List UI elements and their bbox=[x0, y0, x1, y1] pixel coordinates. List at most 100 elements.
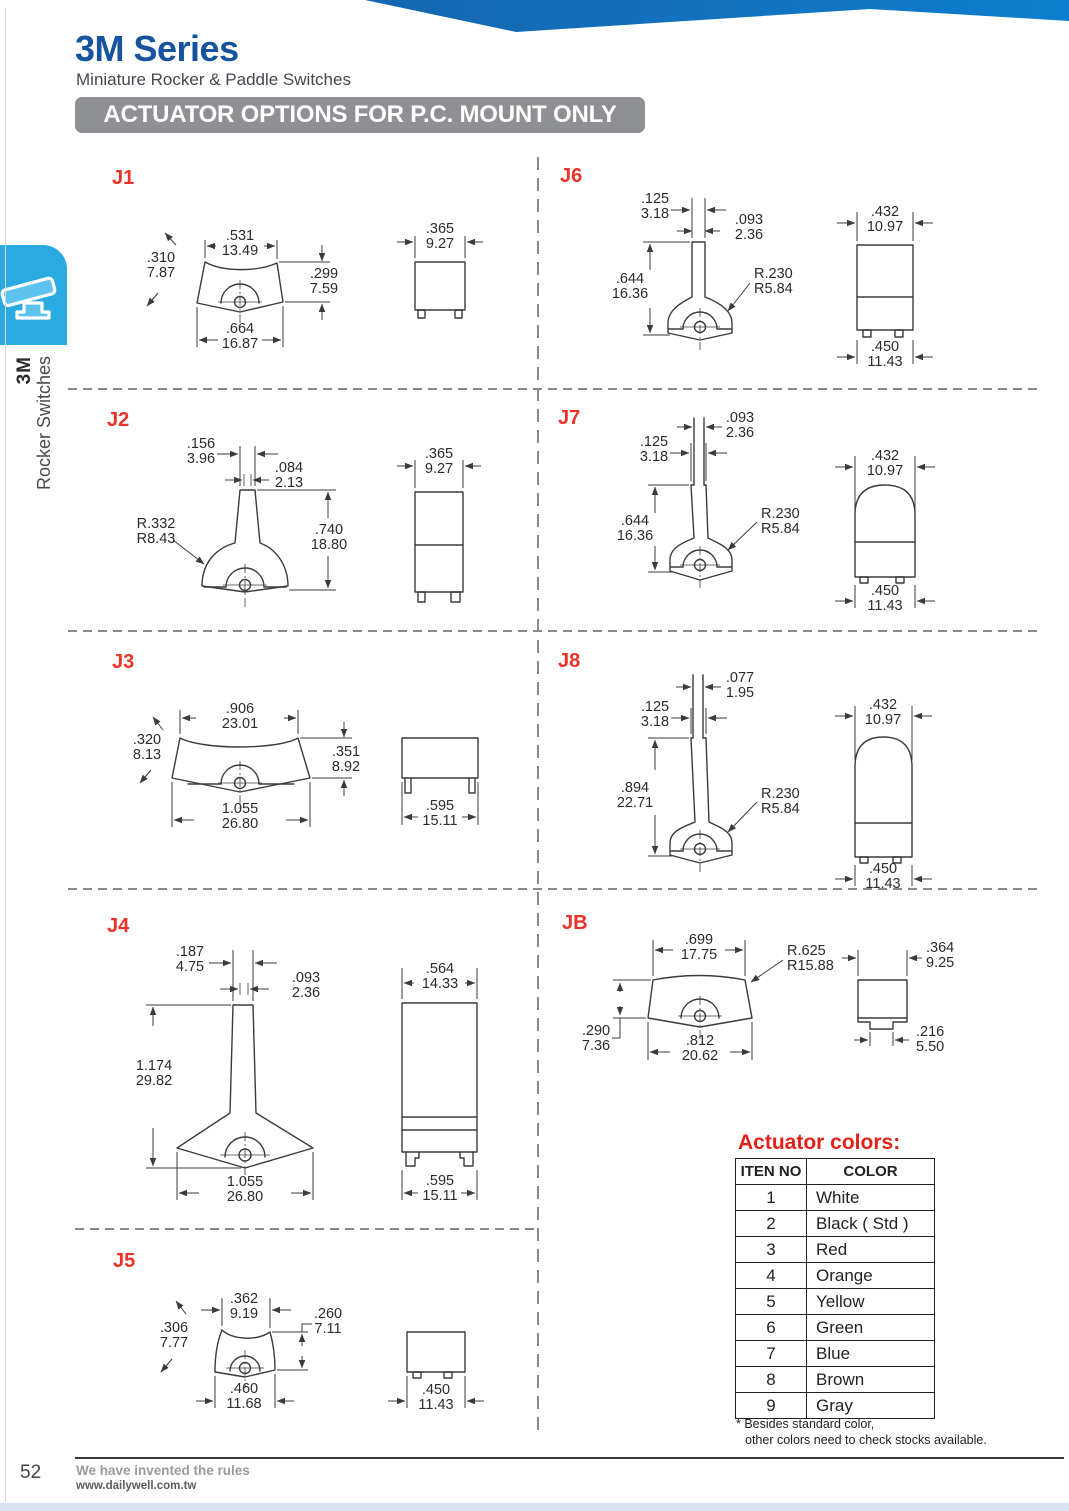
footnote-line2: other colors need to check stocks availa… bbox=[745, 1433, 987, 1447]
dim-height-mm: 16.36 bbox=[617, 528, 653, 544]
j5-side-dimension-lines bbox=[388, 1376, 484, 1408]
dim-height-in: .299 bbox=[310, 266, 338, 282]
dim-radius-mm: R5.84 bbox=[761, 801, 800, 817]
dim-height-in: .290 bbox=[582, 1023, 610, 1039]
dim-sidew-mm: 9.25 bbox=[926, 955, 954, 971]
j7-front-view bbox=[669, 417, 733, 588]
color-name: Black ( Std ) bbox=[806, 1210, 935, 1237]
color-name: Yellow bbox=[806, 1288, 935, 1315]
color-name: Blue bbox=[806, 1340, 935, 1367]
j6-front-view bbox=[667, 241, 733, 350]
j4-dimension-lines bbox=[146, 950, 314, 1200]
color-name: White bbox=[806, 1184, 935, 1211]
dim-sidew-mm: 10.97 bbox=[867, 463, 903, 479]
dim-height-in: .351 bbox=[332, 744, 360, 760]
panel-j7: J7 .093 bbox=[558, 407, 935, 614]
item-no: 9 bbox=[735, 1392, 807, 1419]
jb-side-dimension-lines bbox=[842, 950, 922, 1046]
sidebar-tab[interactable] bbox=[0, 245, 67, 345]
dim-radius-in: R.625 bbox=[787, 943, 826, 959]
j2-front-view bbox=[201, 489, 289, 610]
footnote-line1: * Besides standard color, bbox=[736, 1417, 875, 1431]
panel-label: J1 bbox=[112, 167, 134, 189]
dim-top-mm: 9.19 bbox=[230, 1306, 258, 1322]
dim-neck-mm: 2.36 bbox=[726, 425, 754, 441]
panel-j8: J8 .077 bbox=[558, 650, 932, 892]
j7-dimension-lines bbox=[648, 423, 758, 573]
j7-side-view bbox=[854, 484, 916, 584]
bottom-strip bbox=[0, 1503, 1069, 1511]
dim-sideb-mm: 5.50 bbox=[916, 1039, 944, 1055]
dim-top-in: .906 bbox=[226, 701, 254, 717]
panel-jb: JB .699 17.75 bbox=[562, 912, 954, 1064]
color-name: Gray bbox=[806, 1392, 935, 1419]
item-no: 2 bbox=[735, 1210, 807, 1237]
dim-tip-in: .156 bbox=[187, 436, 215, 452]
dim-top-mm: 17.75 bbox=[681, 947, 717, 963]
color-name: Orange bbox=[806, 1262, 935, 1289]
j6-side-view bbox=[856, 244, 914, 338]
dim-height-in: 1.174 bbox=[136, 1058, 172, 1074]
dim-bottom-mm: 16.87 bbox=[222, 336, 258, 352]
panel-j5: J5 .362 bbox=[113, 1250, 484, 1413]
dim-stem-mm: 3.18 bbox=[640, 449, 668, 465]
color-name: Brown bbox=[806, 1366, 935, 1393]
dim-height-mm: 7.11 bbox=[314, 1321, 341, 1337]
dim-radius-in: R.332 bbox=[137, 516, 176, 532]
item-no: 4 bbox=[735, 1262, 807, 1289]
dim-bottom-in: .812 bbox=[686, 1033, 714, 1049]
item-no: 1 bbox=[735, 1184, 807, 1211]
dim-sideb-in: .450 bbox=[871, 339, 899, 355]
j8-dimension-lines bbox=[648, 683, 758, 857]
dim-height-in: .260 bbox=[314, 1306, 342, 1322]
j3-front-view bbox=[171, 737, 311, 809]
dim-sidew-in: .365 bbox=[425, 446, 453, 462]
panel-j3: J3 .906 bbox=[112, 651, 479, 832]
dim-sideb-in: .216 bbox=[916, 1024, 944, 1040]
j2-dimension-lines bbox=[172, 446, 336, 591]
j4-front-view bbox=[176, 1004, 314, 1182]
j1-front-view bbox=[196, 261, 284, 328]
dim-bottom-in: 1.055 bbox=[227, 1174, 263, 1190]
dim-left-mm: 7.77 bbox=[160, 1335, 188, 1351]
dim-top-in: .699 bbox=[685, 932, 713, 948]
footer-url[interactable]: www.dailywell.com.tw bbox=[76, 1480, 197, 1492]
divider-column bbox=[537, 157, 539, 1432]
dim-sidew-mm: 9.27 bbox=[425, 461, 453, 477]
divider-row4 bbox=[75, 1228, 537, 1230]
rocker-switch-icon bbox=[0, 276, 57, 320]
dim-stem-in: .125 bbox=[640, 434, 668, 450]
j3-side-dimension-lines bbox=[401, 782, 479, 825]
dim-sidew-in: .450 bbox=[422, 1382, 450, 1398]
j8-side-dimension-lines bbox=[835, 706, 932, 886]
j2-side-view bbox=[414, 491, 464, 603]
dim-sideb-mm: 11.43 bbox=[867, 598, 902, 614]
panel-label: J8 bbox=[558, 650, 580, 672]
divider-row2 bbox=[68, 630, 1042, 632]
footer-divider bbox=[75, 1457, 1064, 1459]
dim-neck-mm: 2.13 bbox=[275, 475, 303, 491]
dim-sidew-in: .364 bbox=[926, 940, 954, 956]
dim-sideb-mm: 11.43 bbox=[867, 354, 902, 370]
item-no: 3 bbox=[735, 1236, 807, 1263]
j5-front-view bbox=[214, 1329, 276, 1388]
footer-slogan: We have invented the rules bbox=[76, 1463, 250, 1478]
dim-radius-mm: R8.43 bbox=[137, 531, 176, 547]
dim-bottom-in: .664 bbox=[226, 321, 254, 337]
dim-left-mm: 8.13 bbox=[133, 747, 161, 763]
dim-sidew-in: .564 bbox=[426, 961, 454, 977]
dim-height-in: .740 bbox=[315, 522, 343, 538]
item-no: 8 bbox=[735, 1366, 807, 1393]
dim-sidew-mm: 11.43 bbox=[418, 1397, 453, 1413]
jb-front-view bbox=[647, 974, 753, 1040]
dim-bottom-in: .460 bbox=[230, 1381, 258, 1397]
dim-sidew-in: .432 bbox=[869, 697, 897, 713]
dim-top-mm: 13.49 bbox=[222, 243, 258, 259]
dim-tip-in: .187 bbox=[176, 944, 204, 960]
dim-height-mm: 22.71 bbox=[617, 795, 653, 811]
dim-top-in: .531 bbox=[226, 228, 254, 244]
